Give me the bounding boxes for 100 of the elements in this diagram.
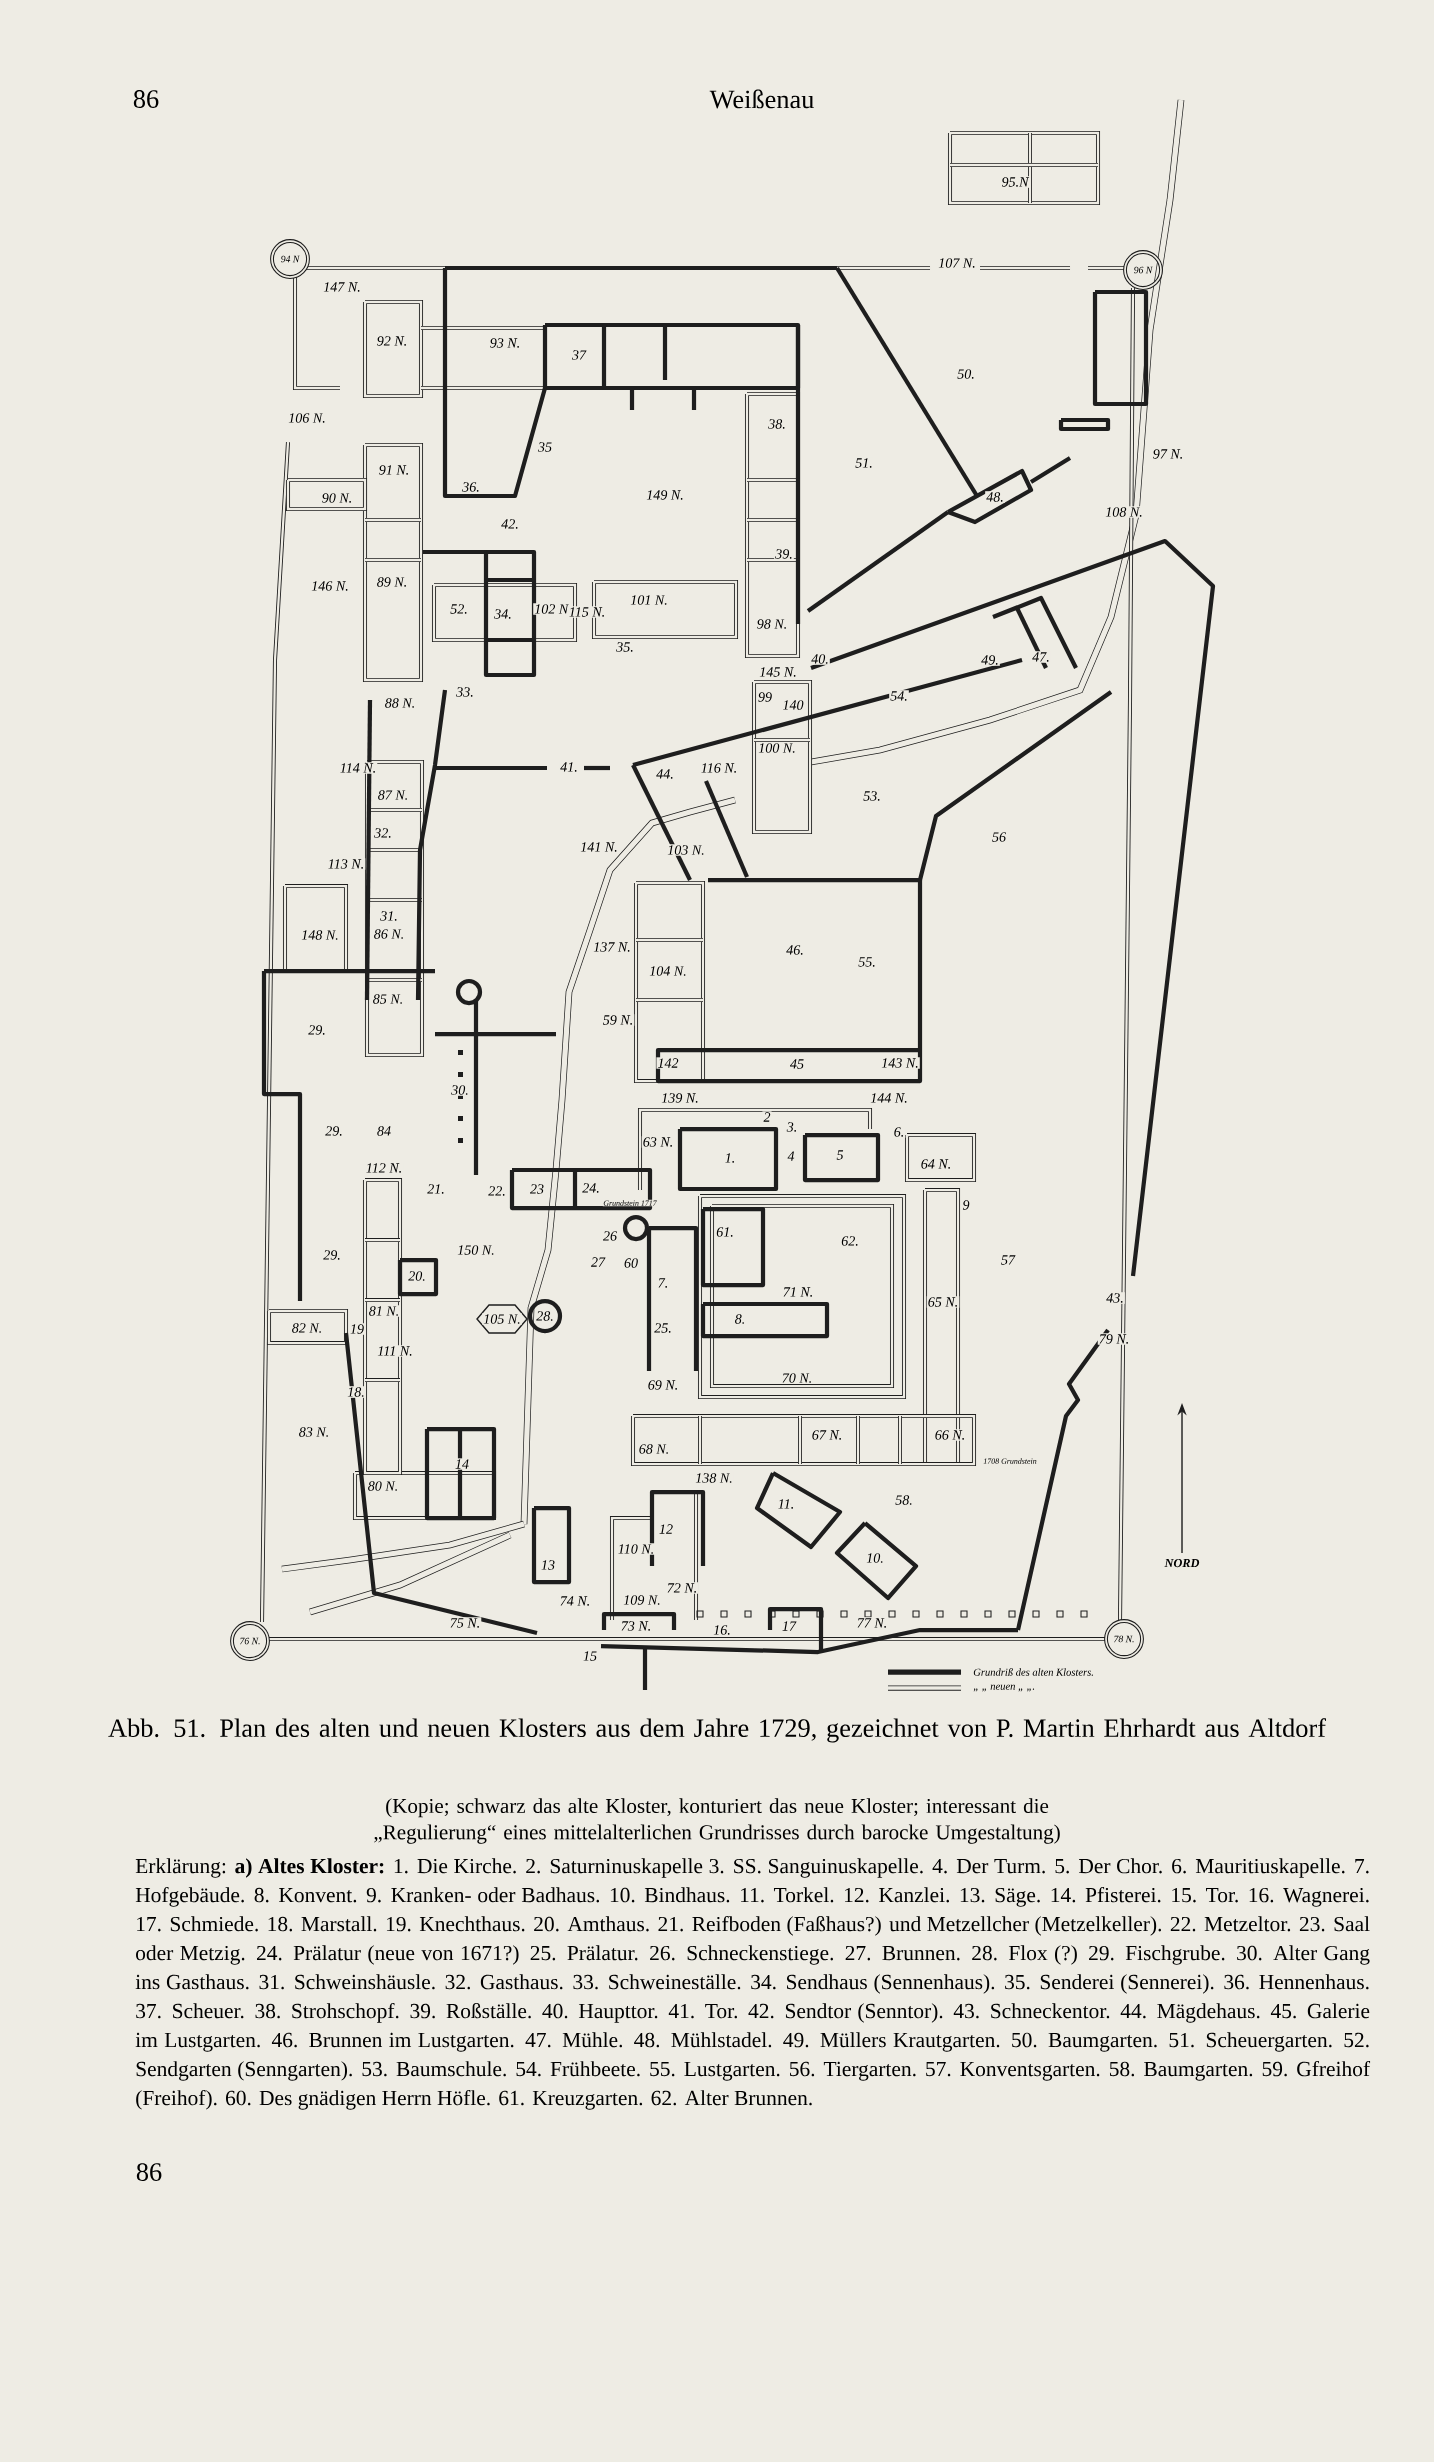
plan-label: 8. — [733, 1313, 747, 1325]
plan-label: 54. — [889, 690, 909, 702]
plan-label: 144 N. — [869, 1092, 909, 1104]
plan-label: 94 N — [280, 255, 300, 263]
plan-label: 48. — [985, 491, 1005, 503]
plan-label: 73 N. — [619, 1620, 653, 1632]
plan-label: 9 — [961, 1199, 971, 1211]
plan-label: 19 — [348, 1323, 366, 1335]
plan-label: 101 N. — [629, 594, 669, 606]
plan-label: 82 N. — [290, 1322, 324, 1334]
plan-label: 2 — [762, 1111, 772, 1123]
plan-label: 87 N. — [376, 789, 410, 801]
plan-label: 96 N — [1133, 266, 1153, 274]
plan-label: 95.N — [1000, 176, 1030, 188]
plan-label: 13 — [539, 1559, 557, 1571]
plan-label: 69 N. — [646, 1379, 680, 1391]
plan-label: 60 — [622, 1257, 640, 1269]
plan-label: 112 N. — [364, 1162, 404, 1174]
plan-label: 27 — [589, 1256, 607, 1268]
plan-label: 43. — [1105, 1292, 1125, 1304]
plan-label: 29. — [307, 1024, 327, 1036]
plan-label: 35 — [536, 441, 554, 453]
legend-label: „ „ neuen „ „. — [973, 1684, 1035, 1692]
plan-label: 149 N. — [645, 489, 685, 501]
plan-label: 58. — [894, 1494, 914, 1506]
plan-label: 148 N. — [300, 929, 340, 941]
plan-label: 77 N. — [855, 1617, 889, 1629]
plan-label: 57 — [999, 1254, 1017, 1266]
plan-label: 98 N. — [755, 618, 789, 630]
plan-label: 99 — [756, 691, 774, 703]
plan-label: 61. — [715, 1226, 735, 1238]
figure-caption: Abb. 51. Plan des alten und neuen Klosters aus dem Jahre 1729, gezeichnet von P. Martin Ehrhardt aus Altdorf — [108, 1718, 1326, 1743]
plan-label: 150 N. — [456, 1244, 496, 1256]
plan-label: 97 N. — [1151, 448, 1185, 460]
plan-label: 70 N. — [780, 1372, 814, 1384]
plan-label: 71 N. — [781, 1286, 815, 1298]
plan-label: 6. — [892, 1126, 906, 1138]
plan-label: 68 N. — [637, 1443, 671, 1455]
plan-label: 47. — [1031, 651, 1051, 663]
plan-label: 7. — [656, 1277, 670, 1289]
plan-label: 30. — [450, 1084, 470, 1096]
plan-label: 91 N. — [377, 464, 411, 476]
plan-label: 89 N. — [375, 576, 409, 588]
plan-label: 72 N. — [665, 1582, 699, 1594]
plan-label: 143 N. — [880, 1057, 920, 1069]
plan-label: 51. — [854, 457, 874, 469]
plan-label: 59 N. — [601, 1014, 635, 1026]
plan-label: 83 N. — [297, 1426, 331, 1438]
plan-label: 49. — [980, 654, 1000, 666]
plan-label: 75 N. — [448, 1617, 482, 1629]
plan-label: 24. — [581, 1182, 601, 1194]
plan-label: 106 N. — [287, 412, 327, 424]
plan-label: 139 N. — [660, 1092, 700, 1104]
plan-label: 35. — [615, 641, 635, 653]
plan-label: 1. — [723, 1152, 737, 1164]
plan-label: 45 — [788, 1058, 806, 1070]
plan-label: 50. — [956, 368, 976, 380]
caption-note: (Kopie; schwarz das alte Kloster, konturiert das neue Kloster; interessant die „Regulierung“ eines mittelalterlichen Grundrisses durch barocke Umgestaltung) — [374, 1798, 1060, 1844]
plan-label: 34. — [493, 608, 513, 620]
plan-label: 11. — [776, 1498, 796, 1510]
plan-label: 80 N. — [366, 1480, 400, 1492]
plan-label: 64 N. — [919, 1158, 953, 1170]
plan-label: 108 N. — [1104, 506, 1144, 518]
plan-label: 111 N. — [376, 1345, 414, 1357]
plan-label: 140 — [781, 699, 805, 711]
plan-label: 116 N. — [699, 762, 739, 774]
plan-label: 107 N. — [937, 257, 977, 269]
plan-label: 31. — [379, 910, 399, 922]
plan-label: 76 N. — [239, 1637, 261, 1645]
plan-label: 113 N. — [326, 858, 366, 870]
plan-label: 29. — [322, 1249, 342, 1261]
plan-label: 66 N. — [933, 1429, 967, 1441]
plan-label: 85 N. — [371, 993, 405, 1005]
plan-label: 90 N. — [320, 492, 354, 504]
plan-label: 109 N. — [622, 1594, 662, 1606]
plan-label: 14 — [453, 1458, 471, 1470]
plan-label: 32. — [373, 827, 393, 839]
plan-label: 23 — [528, 1183, 546, 1195]
plan-label: 84 — [375, 1125, 393, 1137]
plan-label: 67 N. — [810, 1429, 844, 1441]
plan-label: 74 N. — [558, 1595, 592, 1607]
plan-label: 17 — [780, 1620, 798, 1632]
plan-label: 100 N. — [757, 742, 797, 754]
plan-label: 145 N. — [758, 666, 798, 678]
plan-label: 42. — [500, 518, 520, 530]
plan-label: 110 N. — [616, 1543, 656, 1555]
plan-label: 16. — [712, 1624, 732, 1636]
plan-label: 81 N. — [367, 1305, 401, 1317]
plan-label: 141 N. — [579, 841, 619, 853]
plan-label: 37 — [570, 349, 588, 361]
plan-label: 146 N. — [310, 580, 350, 592]
plan-label: 52. — [449, 603, 469, 615]
plan-label: 93 N. — [488, 337, 522, 349]
plan-label: 40. — [810, 653, 830, 665]
page-number: 86 — [136, 2163, 162, 2181]
plan-label: 103 N. — [666, 844, 706, 856]
plan-label: 28. — [535, 1310, 555, 1322]
plan-label: 62. — [840, 1235, 860, 1247]
plan-label: 44. — [655, 768, 675, 780]
plan-label: 65 N. — [926, 1296, 960, 1308]
